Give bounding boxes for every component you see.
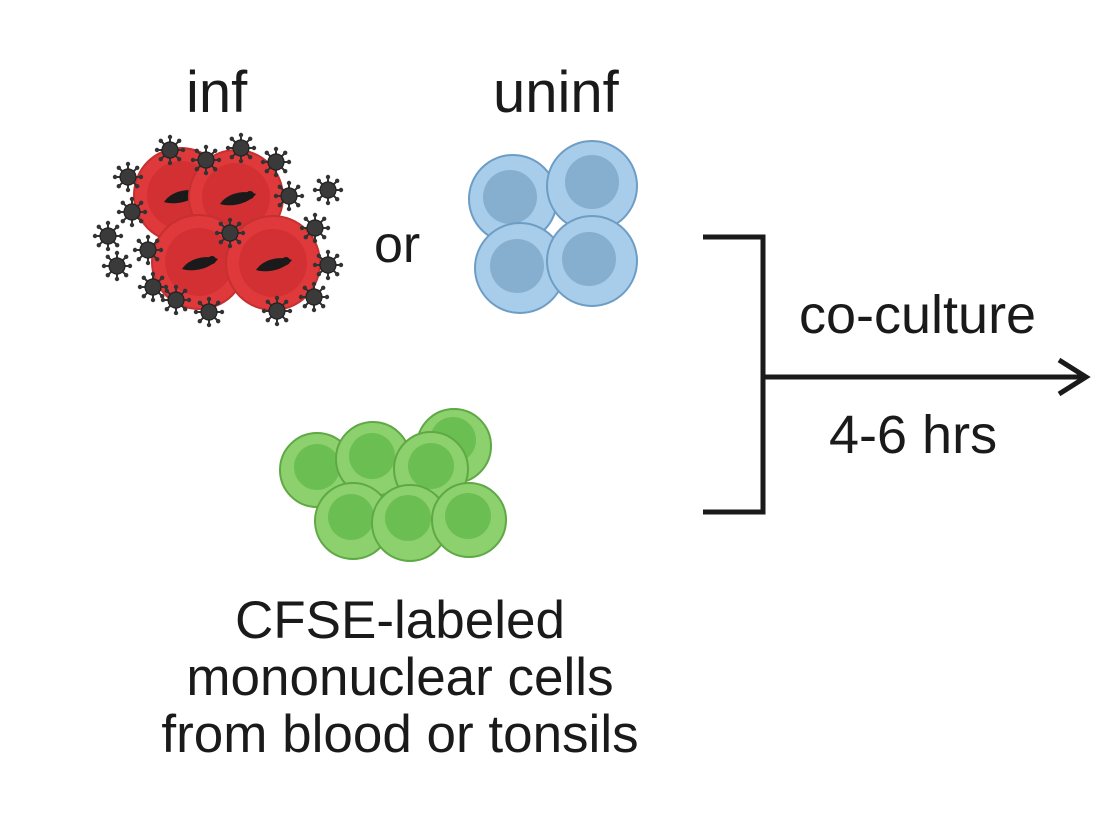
uninfected-cell (546, 140, 638, 232)
caption-line: mononuclear cells (186, 648, 614, 707)
virus-particle-icon (100, 249, 134, 283)
infected-cell (151, 214, 247, 310)
cfse-cell (431, 482, 507, 558)
caption-line: from blood or tonsils (161, 705, 639, 764)
uninfected-cell-cluster (468, 140, 638, 314)
virus-particle-icon (159, 283, 193, 317)
virus-particle-icon (298, 211, 332, 245)
label-coculture: co-culture (799, 285, 1037, 345)
infected-cell (225, 215, 321, 311)
label-infected: inf (186, 60, 248, 125)
cfse-cell-cluster (279, 408, 507, 562)
virus-particle-icon (259, 145, 293, 179)
virus-particle-icon (136, 270, 170, 304)
virus-particle-icon (311, 173, 345, 207)
arrow-icon (763, 357, 1091, 397)
virus-particle-icon (153, 133, 187, 167)
label-or: or (374, 216, 421, 274)
merge-bracket (703, 234, 766, 515)
virus-particle-icon (224, 131, 258, 165)
virus-particle-icon (260, 294, 294, 328)
label-duration: 4-6 hrs (829, 405, 998, 465)
cfse-caption: CFSE-labeled mononuclear cells from bloo… (60, 592, 740, 763)
virus-particle-icon (189, 143, 223, 177)
virus-particle-icon (91, 219, 125, 253)
virus-particle-icon (111, 160, 145, 194)
virus-particle-icon (192, 295, 226, 329)
caption-line: CFSE-labeled (235, 591, 565, 650)
virus-particle-icon (272, 179, 306, 213)
uninfected-cell (546, 215, 638, 307)
cfse-cell (314, 482, 392, 560)
label-uninfected: uninf (493, 60, 619, 125)
virus-particle-icon (311, 248, 345, 282)
virus-particle-icon (115, 195, 149, 229)
infected-cell-cluster (91, 131, 345, 329)
virus-particle-icon (213, 216, 247, 250)
virus-particle-icon (131, 233, 165, 267)
cfse-cell (371, 484, 449, 562)
virus-particle-icon (297, 280, 331, 314)
